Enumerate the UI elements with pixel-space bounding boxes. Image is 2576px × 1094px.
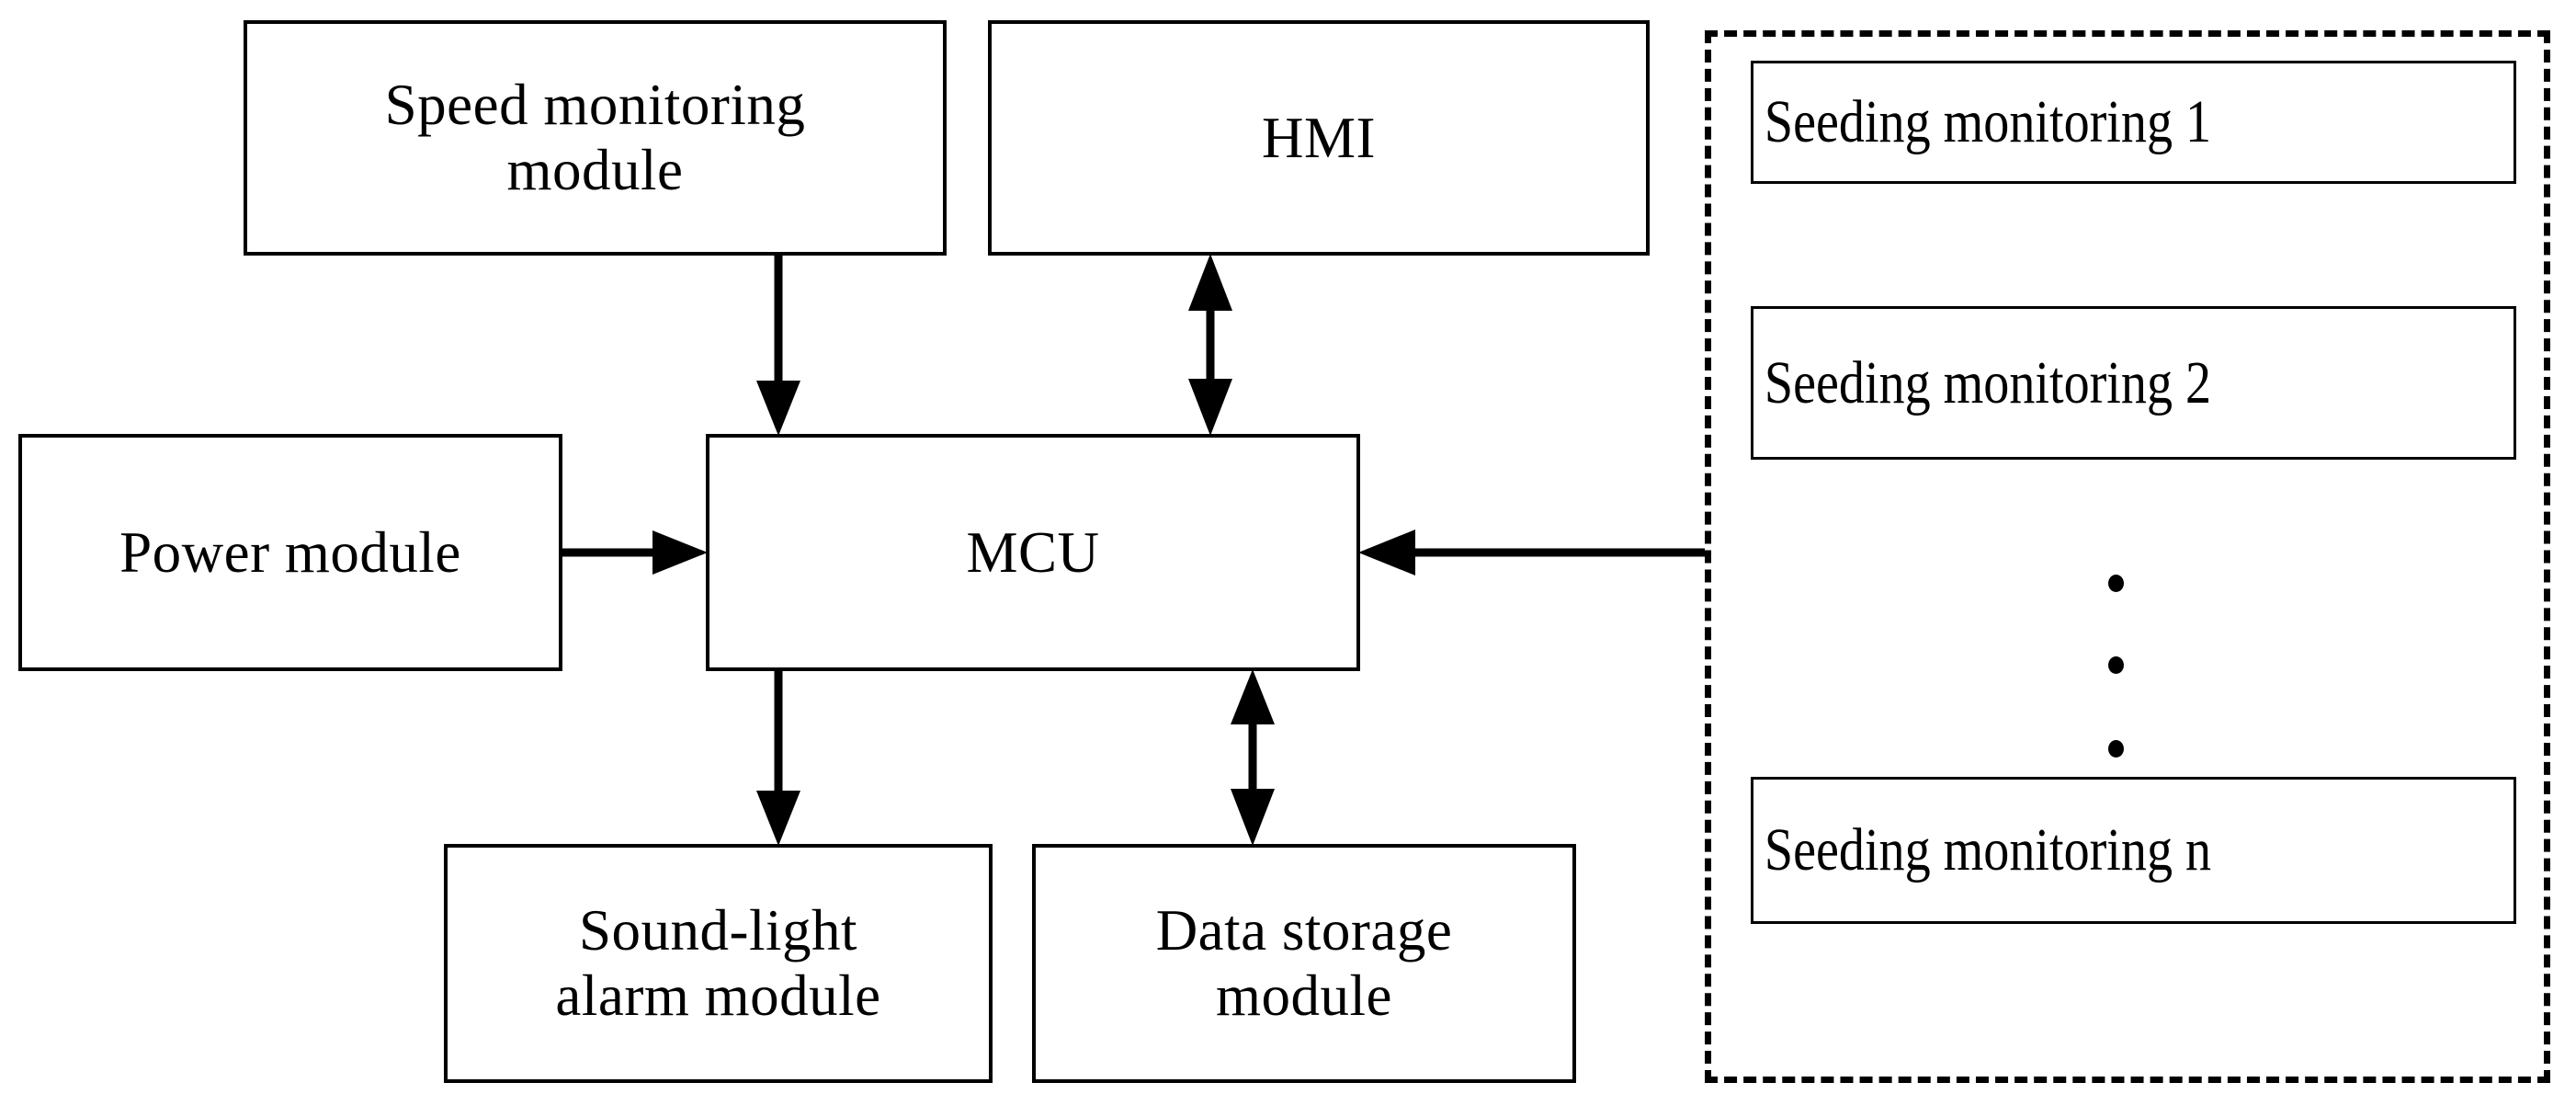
block-data-storage-module[interactable]: Data storage module: [1032, 844, 1576, 1083]
arrow-seeding-to-mcu: [1358, 530, 1705, 575]
block-label: MCU: [966, 519, 1100, 585]
ellipsis-dot-2: [2108, 656, 2124, 674]
block-mcu[interactable]: MCU: [706, 434, 1360, 671]
block-sound-light-alarm-module[interactable]: Sound-light alarm module: [444, 844, 993, 1083]
block-seeding-monitoring-n[interactable]: Seeding monitoring n: [1751, 777, 2516, 924]
seeding-monitoring-group: [1705, 30, 2550, 1083]
arrow-hmi-to-mcu: [1188, 254, 1232, 436]
block-label: Seeding monitoring 2: [1764, 348, 2212, 416]
block-label: Data storage module: [1155, 898, 1453, 1028]
block-label: Sound-light alarm module: [555, 898, 881, 1028]
block-label: HMI: [1262, 105, 1376, 170]
block-speed-monitoring-module[interactable]: Speed monitoring module: [244, 20, 947, 256]
block-seeding-monitoring-2[interactable]: Seeding monitoring 2: [1751, 306, 2516, 460]
block-power-module[interactable]: Power module: [18, 434, 562, 671]
arrow-mcu-to-alarm: [756, 671, 800, 846]
block-label: Seeding monitoring 1: [1764, 88, 2212, 155]
arrow-mcu-to-storage: [1231, 669, 1275, 846]
block-seeding-monitoring-1[interactable]: Seeding monitoring 1: [1751, 61, 2516, 184]
ellipsis-dot-3: [2108, 740, 2124, 758]
arrow-power-to-mcu: [562, 530, 708, 575]
block-label: Seeding monitoring n: [1764, 816, 2212, 883]
ellipsis-dot-1: [2108, 575, 2124, 592]
block-hmi[interactable]: HMI: [988, 20, 1650, 256]
block-label: Speed monitoring module: [384, 73, 806, 202]
arrow-speed-to-mcu: [756, 256, 800, 436]
block-label: Power module: [119, 519, 461, 585]
